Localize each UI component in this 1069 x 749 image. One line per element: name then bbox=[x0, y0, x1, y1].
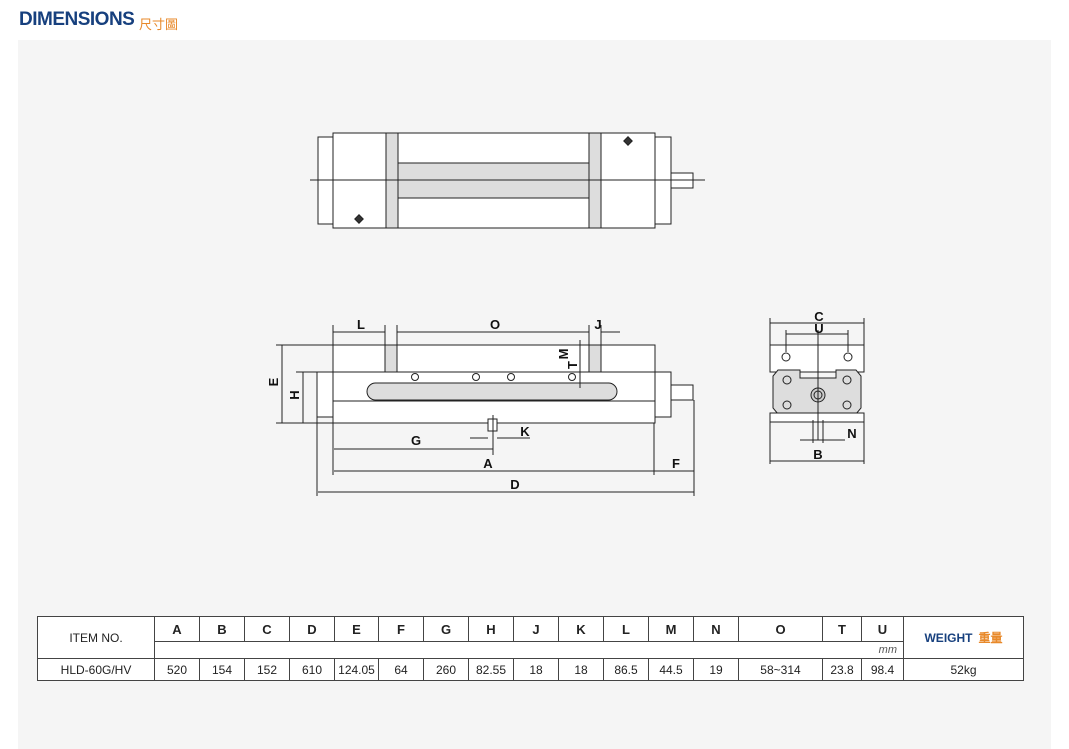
weight-value: 52kg bbox=[903, 658, 1024, 681]
side-view bbox=[276, 325, 695, 496]
cell: 19 bbox=[693, 658, 739, 681]
dim-label-o: O bbox=[490, 317, 500, 332]
weight-label: WEIGHT bbox=[924, 631, 973, 645]
cell: 18 bbox=[513, 658, 559, 681]
cell: 610 bbox=[289, 658, 335, 681]
col-header: T bbox=[822, 616, 862, 642]
cell: 520 bbox=[154, 658, 200, 681]
dim-label-f: F bbox=[672, 456, 680, 471]
cell: 152 bbox=[244, 658, 290, 681]
top-view bbox=[310, 132, 705, 229]
col-header: O bbox=[738, 616, 823, 642]
cell: 154 bbox=[199, 658, 245, 681]
col-header: M bbox=[648, 616, 694, 642]
cell: 86.5 bbox=[603, 658, 649, 681]
dim-label-c: C bbox=[814, 309, 824, 324]
dim-label-n: N bbox=[847, 426, 856, 441]
unit-label: mm bbox=[154, 641, 904, 659]
col-header: E bbox=[334, 616, 379, 642]
dim-label-u: U bbox=[814, 321, 823, 336]
col-header: G bbox=[423, 616, 469, 642]
dim-label-a: A bbox=[483, 456, 493, 471]
col-header: L bbox=[603, 616, 649, 642]
col-header: N bbox=[693, 616, 739, 642]
dim-label-e: E bbox=[266, 377, 281, 386]
col-header: B bbox=[199, 616, 245, 642]
dim-label-j: J bbox=[594, 317, 601, 332]
col-header: J bbox=[513, 616, 559, 642]
cell: 98.4 bbox=[861, 658, 904, 681]
col-header: U bbox=[861, 616, 904, 642]
col-header: K bbox=[558, 616, 604, 642]
cell: 82.55 bbox=[468, 658, 514, 681]
page-title: DIMENSIONS bbox=[19, 9, 135, 30]
cell: 44.5 bbox=[648, 658, 694, 681]
cell: 64 bbox=[378, 658, 424, 681]
dim-label-b: B bbox=[813, 447, 822, 462]
col-header: H bbox=[468, 616, 514, 642]
dimensions-table: ITEM NO. A B C D E F G H J K L M N O T U… bbox=[37, 616, 1024, 681]
dim-label-t: T bbox=[565, 361, 580, 369]
cell: 124.05 bbox=[334, 658, 379, 681]
cell: 18 bbox=[558, 658, 604, 681]
col-header: D bbox=[289, 616, 335, 642]
page-title-cn: 尺寸圖 bbox=[139, 17, 179, 32]
cell: 260 bbox=[423, 658, 469, 681]
cell: 58~314 bbox=[738, 658, 823, 681]
col-header: F bbox=[378, 616, 424, 642]
weight-header: WEIGHT 重量 bbox=[903, 616, 1024, 659]
dim-label-l: L bbox=[357, 317, 365, 332]
cell: 23.8 bbox=[822, 658, 862, 681]
dim-label-h: H bbox=[287, 390, 302, 399]
end-view bbox=[769, 318, 865, 464]
dim-label-d: D bbox=[510, 477, 519, 492]
col-header: C bbox=[244, 616, 290, 642]
weight-label-cn: 重量 bbox=[978, 631, 1003, 645]
col-header: A bbox=[154, 616, 200, 642]
dim-label-m: M bbox=[556, 349, 571, 360]
item-no-header: ITEM NO. bbox=[37, 616, 155, 659]
dim-label-k: K bbox=[520, 424, 530, 439]
table-row: HLD-60G/HV 520 154 152 610 124.05 64 260… bbox=[37, 658, 1024, 681]
dim-label-g: G bbox=[411, 433, 421, 448]
item-no: HLD-60G/HV bbox=[37, 658, 155, 681]
